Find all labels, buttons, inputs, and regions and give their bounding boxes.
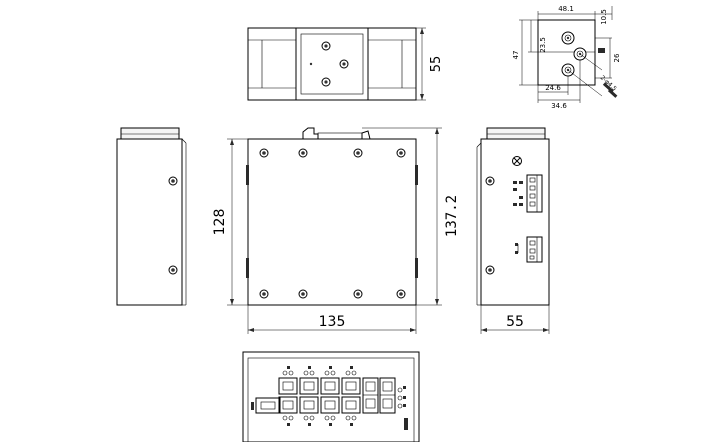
rj45-ports-row-2: [278, 396, 361, 414]
sfp-ports: [362, 377, 396, 414]
dim-detail-top-right: 10.5: [600, 9, 608, 25]
left-view-outline: [116, 138, 183, 306]
left-view-top-rail: [120, 127, 180, 140]
dim-front-width: 135: [319, 314, 346, 330]
detail-bracket-outline: [537, 19, 596, 86]
right-view-outline: [480, 138, 550, 306]
right-side-view: 55: [476, 127, 550, 334]
rj45-port: [320, 396, 340, 414]
dim-detail-bottom-1: 24.6: [545, 84, 561, 92]
front-view-outline: [247, 138, 417, 306]
front-view: 128 137.2 135: [212, 127, 460, 334]
bracket-detail-view: 48.1 10.5 47 23.5 26 24.6 34.6 2-φ4.5: [512, 5, 621, 110]
rj45-port: [341, 377, 361, 395]
port-leds-top: [282, 366, 357, 376]
top-view: 55: [247, 27, 444, 101]
sfp-port: [379, 377, 396, 414]
sfp-port: [362, 377, 379, 414]
dim-left-height: 128: [212, 209, 228, 236]
dim-detail-bottom-2: 34.6: [551, 102, 567, 110]
rj45-ports-row-1: [278, 377, 361, 395]
dim-detail-left: 47: [512, 51, 520, 60]
power-terminal-block: [526, 174, 543, 213]
left-side-view: [116, 127, 187, 306]
port-view-outline: [242, 351, 420, 442]
top-view-outline: [247, 27, 417, 101]
console-port: [255, 397, 281, 414]
rj45-port: [320, 377, 340, 395]
detail-hole-note: 2-φ4.5: [599, 74, 618, 92]
rj45-port: [278, 377, 298, 395]
dim-detail-right: 26: [613, 53, 621, 62]
dim-top-height: 55: [429, 56, 444, 73]
din-rail-bracket: [295, 27, 369, 101]
dim-detail-left-inner: 23.5: [539, 37, 547, 53]
rj45-port: [278, 396, 298, 414]
din-clip: [302, 127, 319, 139]
status-leds: [397, 386, 408, 430]
rj45-port: [299, 377, 319, 395]
dim-right-depth: 55: [506, 314, 524, 330]
relay-terminal-block: [526, 236, 543, 263]
dim-front-height: 137.2: [444, 195, 460, 237]
dim-detail-top: 48.1: [558, 5, 574, 13]
right-view-top-rail: [486, 127, 546, 140]
rj45-port: [341, 396, 361, 414]
rj45-port: [299, 396, 319, 414]
port-view: [242, 351, 420, 442]
port-leds-bottom: [282, 415, 357, 426]
